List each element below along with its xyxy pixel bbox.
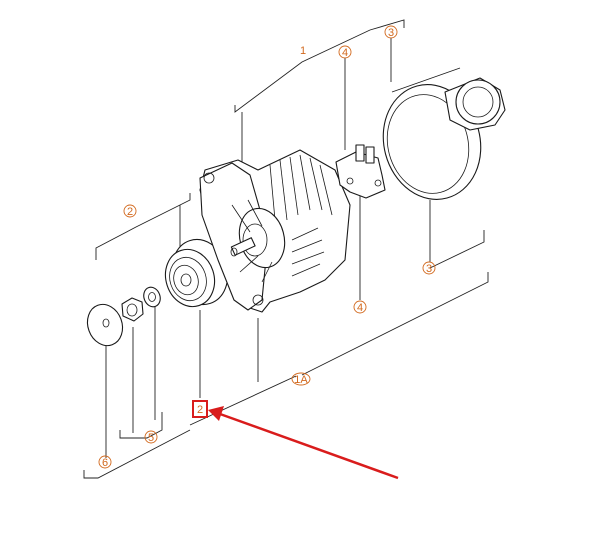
callout-4-bottom: 4 bbox=[353, 300, 367, 314]
nut-part bbox=[121, 297, 144, 322]
callout-2-left: 2 bbox=[123, 204, 137, 218]
alternator-body bbox=[199, 149, 351, 313]
callout-1a-label: 1A bbox=[294, 374, 308, 386]
callout-4-bottom-label: 4 bbox=[357, 302, 363, 314]
cover-part bbox=[382, 67, 506, 200]
callout-5: 5 bbox=[144, 430, 158, 444]
callout-2-highlighted: 2 bbox=[192, 400, 208, 418]
callout-4-top-label: 4 bbox=[342, 47, 348, 59]
callout-4-top: 4 bbox=[338, 45, 352, 59]
callout-6-label: 6 bbox=[102, 457, 108, 469]
callout-6: 6 bbox=[98, 455, 112, 469]
cap-part bbox=[86, 303, 124, 347]
callout-2-left-label: 2 bbox=[127, 206, 133, 218]
callout-3-right-label: 3 bbox=[426, 263, 432, 275]
washer-part bbox=[143, 286, 161, 308]
callout-1-label: 1 bbox=[300, 45, 306, 57]
regulator-part bbox=[335, 144, 386, 199]
callout-3-top: 3 bbox=[384, 25, 398, 39]
callout-2-highlighted-label: 2 bbox=[197, 404, 203, 416]
leader-lines bbox=[83, 19, 489, 479]
callout-1: 1 bbox=[297, 44, 309, 57]
pulley-part bbox=[164, 238, 229, 308]
callout-3-right: 3 bbox=[422, 261, 436, 275]
callout-3-top-label: 3 bbox=[388, 27, 394, 39]
callout-1a: 1A bbox=[291, 372, 311, 386]
callout-5-label: 5 bbox=[148, 432, 154, 444]
highlight-arrow bbox=[208, 406, 399, 480]
